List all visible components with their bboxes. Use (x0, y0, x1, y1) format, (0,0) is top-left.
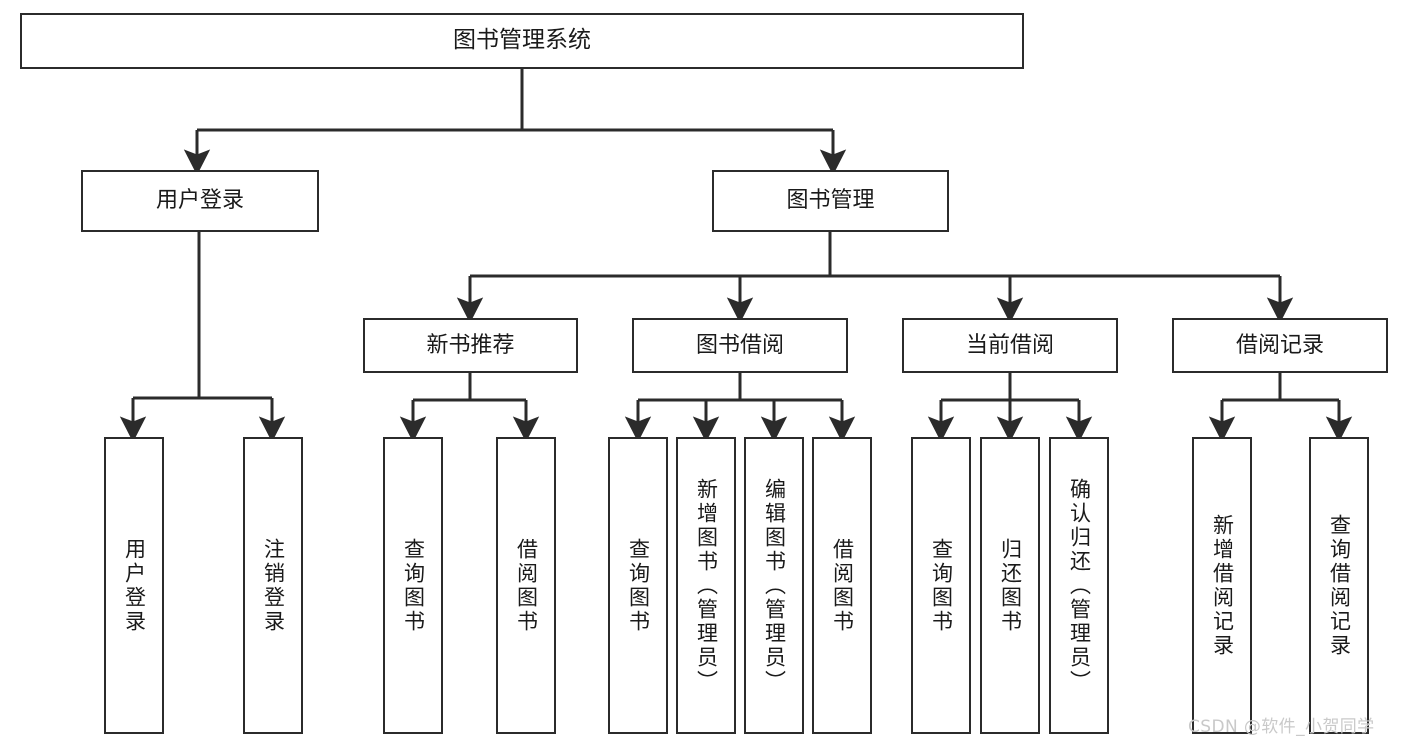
node-new-book-recommend[interactable]: 新书推荐 (363, 318, 578, 373)
node-label: 当前借阅 (965, 332, 1054, 358)
node-user-login[interactable]: 用户登录 (81, 170, 319, 232)
node-leaf-query-book-recommend[interactable]: 查询图书 (383, 437, 443, 734)
node-label: 归还图书 (998, 537, 1023, 634)
node-label: 查询图书 (626, 537, 651, 634)
node-label: 查询借阅记录 (1327, 513, 1352, 658)
node-book-borrow[interactable]: 图书借阅 (632, 318, 848, 373)
node-label: 新书推荐 (426, 332, 515, 358)
node-label: 图书管理系统 (453, 27, 591, 54)
node-label: 借阅记录 (1235, 332, 1324, 358)
node-label: 查询图书 (929, 537, 954, 634)
node-leaf-add-borrow-record[interactable]: 新增借阅记录 (1192, 437, 1252, 734)
node-label: 确认归还（管理员） (1067, 477, 1092, 694)
node-current-borrow[interactable]: 当前借阅 (902, 318, 1118, 373)
node-leaf-borrow-book[interactable]: 借阅图书 (812, 437, 872, 734)
node-borrow-record[interactable]: 借阅记录 (1172, 318, 1388, 373)
node-label: 借阅图书 (514, 537, 539, 634)
node-label: 编辑图书（管理员） (762, 477, 787, 694)
node-leaf-confirm-return-admin[interactable]: 确认归还（管理员） (1049, 437, 1109, 734)
node-label: 图书管理 (786, 188, 875, 214)
node-label: 注销登录 (261, 537, 286, 634)
node-book-management[interactable]: 图书管理 (712, 170, 949, 232)
node-leaf-user-login[interactable]: 用户登录 (104, 437, 164, 734)
node-label: 图书借阅 (695, 332, 784, 358)
node-label: 查询图书 (401, 537, 426, 634)
node-label: 用户登录 (122, 537, 147, 634)
node-label: 新增图书（管理员） (694, 477, 719, 694)
node-leaf-return-book[interactable]: 归还图书 (980, 437, 1040, 734)
node-root-system[interactable]: 图书管理系统 (20, 13, 1024, 69)
node-leaf-edit-book-admin[interactable]: 编辑图书（管理员） (744, 437, 804, 734)
node-leaf-query-borrow-record[interactable]: 查询借阅记录 (1309, 437, 1369, 734)
node-leaf-add-book-admin[interactable]: 新增图书（管理员） (676, 437, 736, 734)
node-leaf-borrow-book-recommend[interactable]: 借阅图书 (496, 437, 556, 734)
node-leaf-query-book-borrow[interactable]: 查询图书 (608, 437, 668, 734)
node-leaf-user-logout[interactable]: 注销登录 (243, 437, 303, 734)
node-label: 用户登录 (155, 188, 244, 214)
node-leaf-query-book-current[interactable]: 查询图书 (911, 437, 971, 734)
node-label: 新增借阅记录 (1210, 513, 1235, 658)
node-label: 借阅图书 (830, 537, 855, 634)
